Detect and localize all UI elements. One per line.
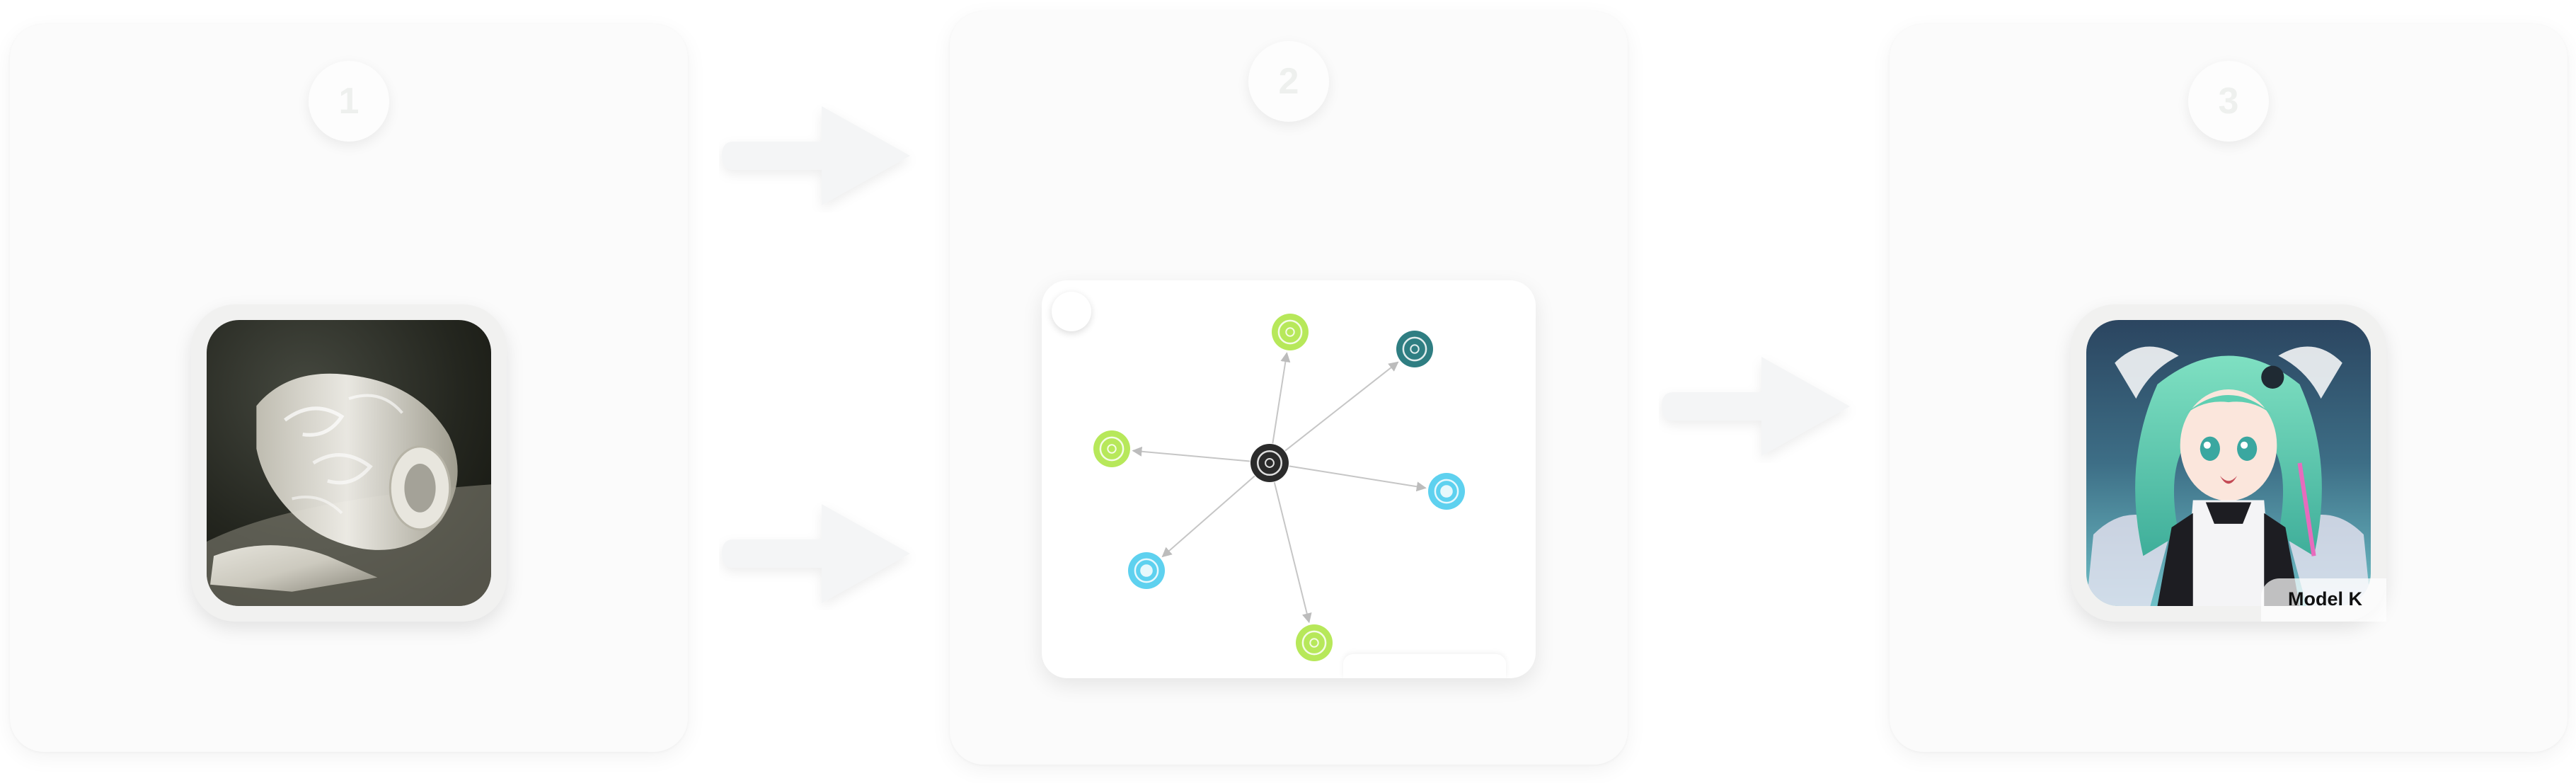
dot-icon — [1134, 558, 1159, 583]
input-image-frame — [191, 304, 507, 622]
output-image-frame: Model K — [2071, 304, 2386, 622]
shield-icon — [1257, 450, 1282, 476]
graph-control-dot[interactable] — [1052, 292, 1091, 331]
graph-edge — [1272, 352, 1291, 444]
arrow-right-icon — [1662, 357, 1850, 456]
graph-edge — [1132, 446, 1250, 462]
graph-card — [1042, 280, 1536, 678]
curled-sheet-illustration — [207, 320, 491, 606]
shield-icon — [1402, 336, 1427, 362]
arrow-right-icon — [722, 106, 910, 205]
step-badge-2: 2 — [1248, 41, 1329, 122]
input-image — [207, 320, 491, 606]
graph-node[interactable] — [1428, 473, 1465, 510]
graph-edge — [1273, 481, 1312, 624]
graph-edge — [1289, 465, 1427, 492]
ring-icon — [1277, 319, 1303, 345]
graph-node[interactable] — [1128, 552, 1165, 589]
step-number: 1 — [338, 81, 360, 122]
graph-footer-tab[interactable] — [1343, 654, 1506, 678]
output-image — [2086, 320, 2371, 606]
graph-node[interactable] — [1093, 430, 1130, 467]
anime-character-illustration — [2086, 320, 2371, 606]
arrow-right-icon — [722, 504, 910, 603]
dot-icon — [1434, 479, 1459, 504]
graph-center-node[interactable] — [1250, 444, 1289, 482]
step-panel-2: 2 — [950, 11, 1628, 765]
step-number: 3 — [2218, 81, 2239, 122]
ring-icon — [1301, 630, 1327, 656]
step-number: 2 — [1278, 61, 1299, 102]
step-badge-3: 3 — [2188, 61, 2269, 142]
ring-icon — [1099, 436, 1125, 462]
step-badge-1: 1 — [309, 61, 389, 142]
graph-node[interactable] — [1396, 331, 1433, 367]
step-panel-1: 1 — [10, 24, 688, 752]
graph-node[interactable] — [1296, 624, 1333, 661]
graph-edges — [1132, 352, 1427, 624]
step-panel-3: 3 — [1890, 24, 2568, 752]
model-label: Model K — [2261, 578, 2386, 622]
graph-nodes — [1093, 314, 1465, 661]
graph-node[interactable] — [1272, 314, 1309, 350]
node-graph — [1093, 314, 1465, 661]
graph-edge — [1161, 475, 1255, 558]
graph-edge — [1284, 361, 1399, 452]
